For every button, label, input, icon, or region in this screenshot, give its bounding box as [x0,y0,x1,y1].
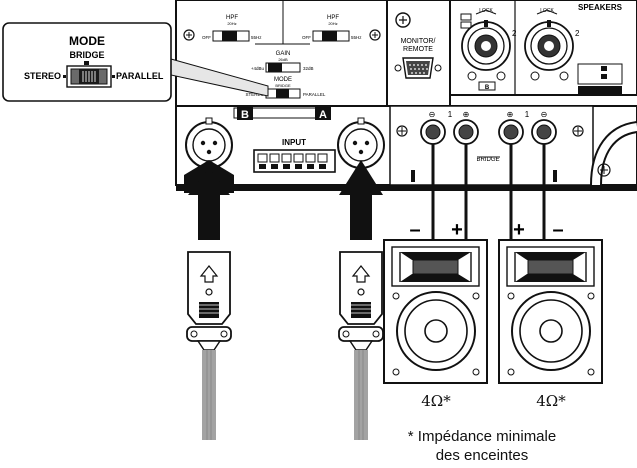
badge-b-text: B [241,109,249,121]
badge-b: B [237,107,253,121]
hpf-switch-right[interactable]: HPF 20Hz OFF 55Hz [302,15,362,42]
output-binding-posts: ⊖ 1 ⊕ ⊕ 1 ⊖ BRIDGE [389,105,594,186]
hpf-left-sub: 20Hz [227,21,236,26]
gain-title: GAIN [276,51,291,57]
input-label: INPUT [282,138,306,147]
gain-right: 32dB [303,66,314,71]
lock-right-label: LOCK [540,8,554,14]
wire-left-plus: + [451,219,463,241]
monitor-remote-panel: MONITOR/ REMOTE [386,0,451,107]
mode-callout-sub: BRIDGE [69,50,104,60]
mode-small-left: STEREO [245,92,264,97]
screw-icon [183,29,195,41]
xlr-input-b[interactable] [185,117,233,169]
mode-callout-title: MODE [69,34,105,48]
out-plus-left: ⊕ [463,110,470,119]
xlr-plug-left [186,251,232,440]
binding-post-plus-left[interactable] [453,119,479,145]
mode-small-sub: BRIDGE [275,83,291,88]
impedance-left: 4Ω* [421,392,451,410]
insert-arrow-left [184,160,234,240]
speakon-connector-right[interactable]: LOCK 2 [524,8,580,81]
footnote-line-1: * Impédance minimale [408,428,556,445]
out-minus-left: ⊖ [429,110,436,119]
badge-a: A [315,107,331,121]
mode-callout-right: PARALLEL [116,71,164,81]
lock-left-label: LOCK [479,8,493,14]
xlr-plug-right [338,251,384,440]
hpf-left-title: HPF [226,15,238,21]
num-left: 2 [512,29,517,38]
hpf-switch-left[interactable]: HPF 20Hz OFF 55Hz [202,15,262,42]
control-panel: HPF 20Hz OFF 55Hz HPF 20Hz OFF 55Hz GAIN… [175,0,388,107]
impedance-right: 4Ω* [536,392,566,410]
out-one-right: 1 [525,110,530,119]
euroblock-terminal[interactable] [253,149,336,173]
speakon-b-label: B [485,85,490,91]
out-one-left: 1 [448,110,453,119]
mode-small-title: MODE [274,77,292,83]
speakon-panel: SPEAKERS LOCK 2 B LOCK 2 [449,0,637,96]
monitor-label-2: REMOTE [403,46,433,53]
gain-switch[interactable]: GAIN 26dB +4dBu 32dB [251,51,314,73]
wire-right-minus: – [552,219,563,241]
gain-left: +4dBu [251,66,265,71]
wire-right-plus: + [513,219,525,241]
out-minus-right: ⊖ [541,110,548,119]
speakers-title: SPEAKERS [578,3,623,12]
screw-icon [369,29,381,41]
hpf-right-freq: 55Hz [351,35,362,40]
binding-post-plus-right[interactable] [498,119,524,145]
hpf-left-freq: 55Hz [251,35,262,40]
hpf-right-off: OFF [302,35,311,40]
speakon-connector-left[interactable]: LOCK 2 [461,8,517,81]
screw-icon [395,12,411,28]
insert-arrow-right [339,160,383,240]
gain-sub: 26dB [278,57,288,62]
rear-panel-lower: INPUT B A [175,105,637,191]
hpf-right-sub: 20Hz [328,21,337,26]
mode-callout: MODE BRIDGE STEREO PARALLEL [2,22,269,102]
mode-small-right: PARALLEL [303,92,326,97]
badge-a-text: A [319,109,327,121]
hpf-right-title: HPF [327,15,339,21]
monitor-label-1: MONITOR/ [401,38,436,45]
speaker-wires [431,144,546,240]
db15-remote-connector[interactable] [394,57,442,79]
num-right: 2 [575,29,580,38]
mode-selector-switch[interactable] [66,65,112,88]
speaker-cabinet-left [383,239,488,384]
power-cord [590,121,637,186]
wire-left-minus: – [409,219,420,241]
hpf-left-off: OFF [202,35,211,40]
bridge-label: BRIDGE [476,157,499,163]
footnote-line-2: des enceintes [436,447,529,464]
speaker-cabinet-right [498,239,603,384]
binding-post-minus-right[interactable] [531,119,557,145]
binding-post-minus-left[interactable] [420,119,446,145]
out-plus-right: ⊕ [507,110,514,119]
mode-callout-left: STEREO [24,71,61,81]
